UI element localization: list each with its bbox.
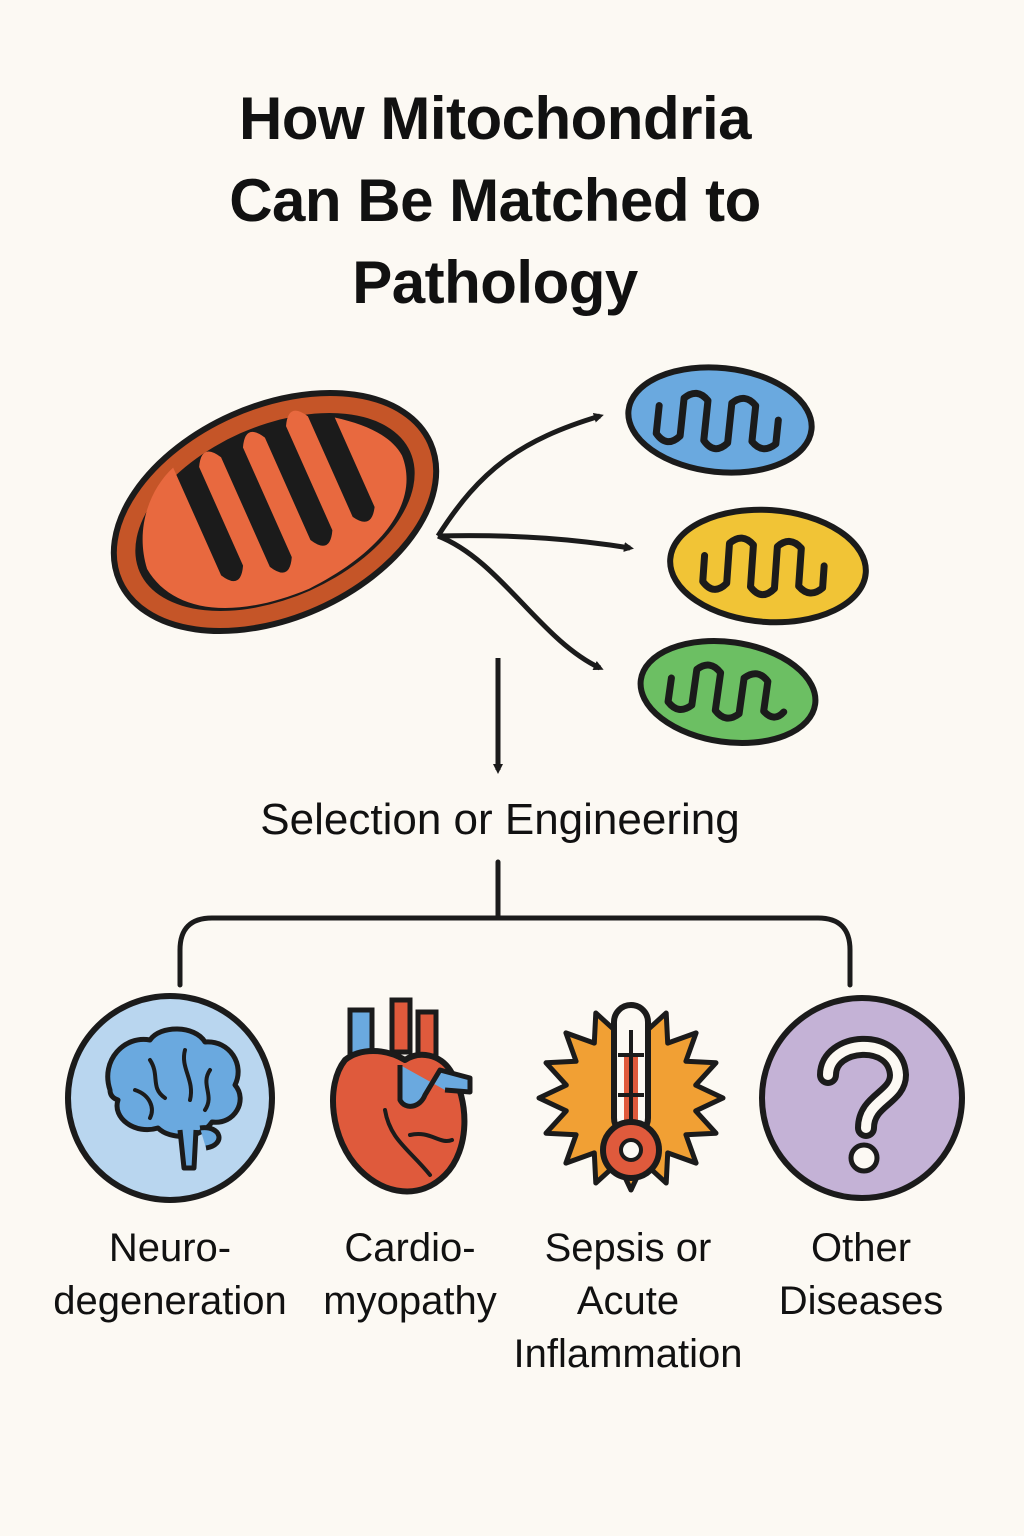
title-line-2: Can Be Matched to [229,167,761,234]
title-line-1: How Mitochondria [239,85,751,152]
thermometer-icon [600,1002,662,1181]
selection-step-label: Selection or Engineering [260,795,740,844]
brain-icon [105,1026,243,1171]
arrow-to-green-variant [437,533,604,671]
variant-mitochondrion-blue [625,364,815,476]
diagram-title: How Mitochondria Can Be Matched to Patho… [0,78,990,324]
variant-mitochondrion-green [637,637,819,747]
source-mitochondrion-icon [110,390,440,634]
variant-mitochondrion-yellow [667,506,869,626]
arrow-to-blue-variant [435,412,604,538]
title-line-3: Pathology [352,249,638,316]
heart-icon [330,997,473,1195]
branch-connector [177,859,853,988]
category-cardiomyopathy [330,997,473,1195]
question-mark-icon [817,1035,910,1174]
category-neurodegeneration [65,993,275,1203]
category-label-neurodegeneration: Neuro- degeneration [53,1226,287,1323]
arrow-to-yellow-variant [437,533,634,552]
category-label-cardiomyopathy: Cardio- myopathy [323,1226,497,1323]
variant-body [625,364,815,476]
category-sepsis [536,1002,726,1193]
category-other [759,995,965,1201]
category-label-other: Other Diseases [778,1226,944,1323]
category-label-sepsis: Sepsis or Acute Inflammation [513,1226,743,1376]
